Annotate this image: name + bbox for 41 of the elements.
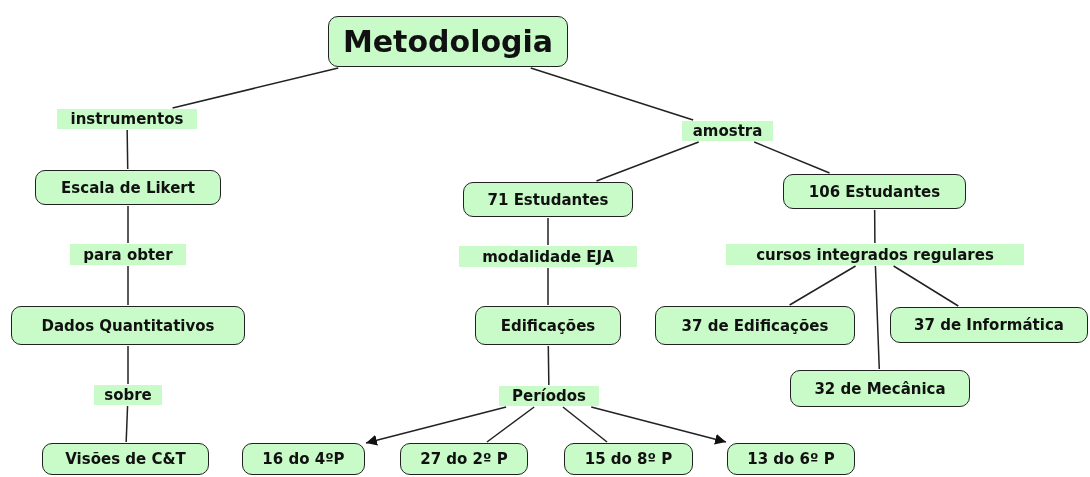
concept-box: Escala de Likert <box>35 170 221 205</box>
linking-phrase: para obter <box>70 244 186 265</box>
connector-line <box>562 406 608 443</box>
connector-line <box>125 405 129 443</box>
connector-line <box>595 141 700 182</box>
linking-phrase: Períodos <box>499 386 599 406</box>
linking-phrase: instrumentos <box>57 109 197 129</box>
connector-line <box>127 205 129 244</box>
concept-box: Edificações <box>475 306 621 345</box>
concept-box: 15 do 8º P <box>564 443 693 475</box>
concept-box: 13 do 6º P <box>727 443 855 475</box>
concept-box: Metodologia <box>328 16 568 67</box>
concept-box: 37 de Edificações <box>655 306 855 345</box>
concept-box: 16 do 4ºP <box>242 443 365 475</box>
connector-line <box>127 345 129 385</box>
concept-box: 32 de Mecânica <box>790 370 970 407</box>
linking-phrase: amostra <box>682 121 773 141</box>
linking-phrase: sobre <box>94 385 162 405</box>
connector-line <box>486 406 535 443</box>
concept-box: Visões de C&T <box>42 443 209 475</box>
linking-phrase: modalidade EJA <box>459 246 637 267</box>
connector-line <box>547 267 549 306</box>
connector-line <box>788 265 857 306</box>
concept-box: 37 de Informática <box>890 307 1088 343</box>
connector-line <box>873 209 876 244</box>
arrow <box>365 406 507 446</box>
connector-line <box>874 265 880 370</box>
connector-line <box>753 141 831 174</box>
connector-line <box>547 345 550 386</box>
connector-line <box>892 265 960 307</box>
linking-phrase: cursos integrados regulares <box>726 244 1024 265</box>
connector-line <box>547 217 549 246</box>
connector-line <box>126 129 129 170</box>
concept-box: 71 Estudantes <box>463 182 633 217</box>
connector-line <box>530 67 694 121</box>
concept-box: Dados Quantitativos <box>11 306 245 345</box>
connector-line <box>127 265 129 306</box>
arrow <box>590 406 727 445</box>
connector-line <box>171 67 339 109</box>
concept-box: 27 do 2º P <box>400 443 528 475</box>
concept-box: 106 Estudantes <box>783 174 966 209</box>
